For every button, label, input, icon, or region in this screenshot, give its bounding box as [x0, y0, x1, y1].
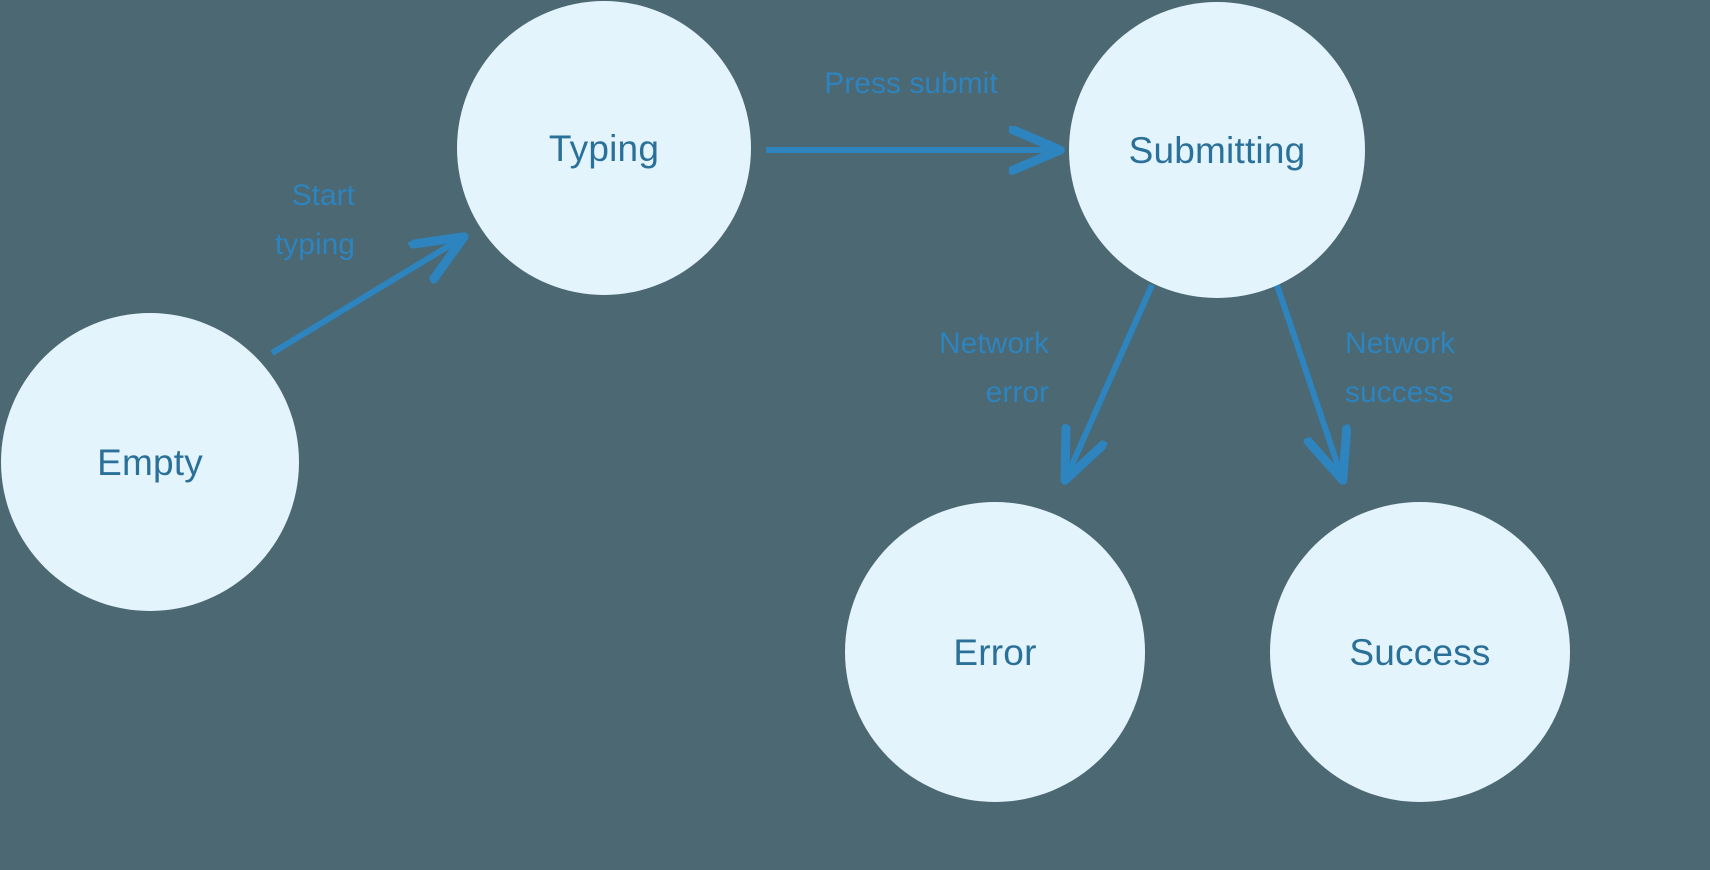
- state-node-success[interactable]: Success: [1270, 502, 1570, 802]
- edge-submitting-to-success: [1274, 284, 1342, 478]
- edge-label-start-typing: Start typing: [274, 179, 355, 261]
- state-node-empty[interactable]: Empty: [1, 313, 299, 611]
- state-node-submitting[interactable]: Submitting: [1069, 2, 1365, 298]
- state-node-error-label: Error: [953, 631, 1037, 673]
- edge-label-network-success: Network success: [1345, 327, 1456, 409]
- state-node-success-label: Success: [1349, 631, 1491, 673]
- state-node-error[interactable]: Error: [845, 502, 1145, 802]
- edge-submitting-to-error: [1066, 283, 1155, 478]
- state-node-submitting-label: Submitting: [1128, 129, 1306, 171]
- edge-label-network-error: Network error: [938, 327, 1049, 409]
- edge-label-press-submit: Press submit: [824, 67, 998, 100]
- state-node-typing[interactable]: Typing: [457, 1, 751, 295]
- edge-empty-to-typing: [270, 238, 462, 356]
- state-node-typing-label: Typing: [548, 127, 660, 169]
- state-node-empty-label: Empty: [97, 441, 203, 483]
